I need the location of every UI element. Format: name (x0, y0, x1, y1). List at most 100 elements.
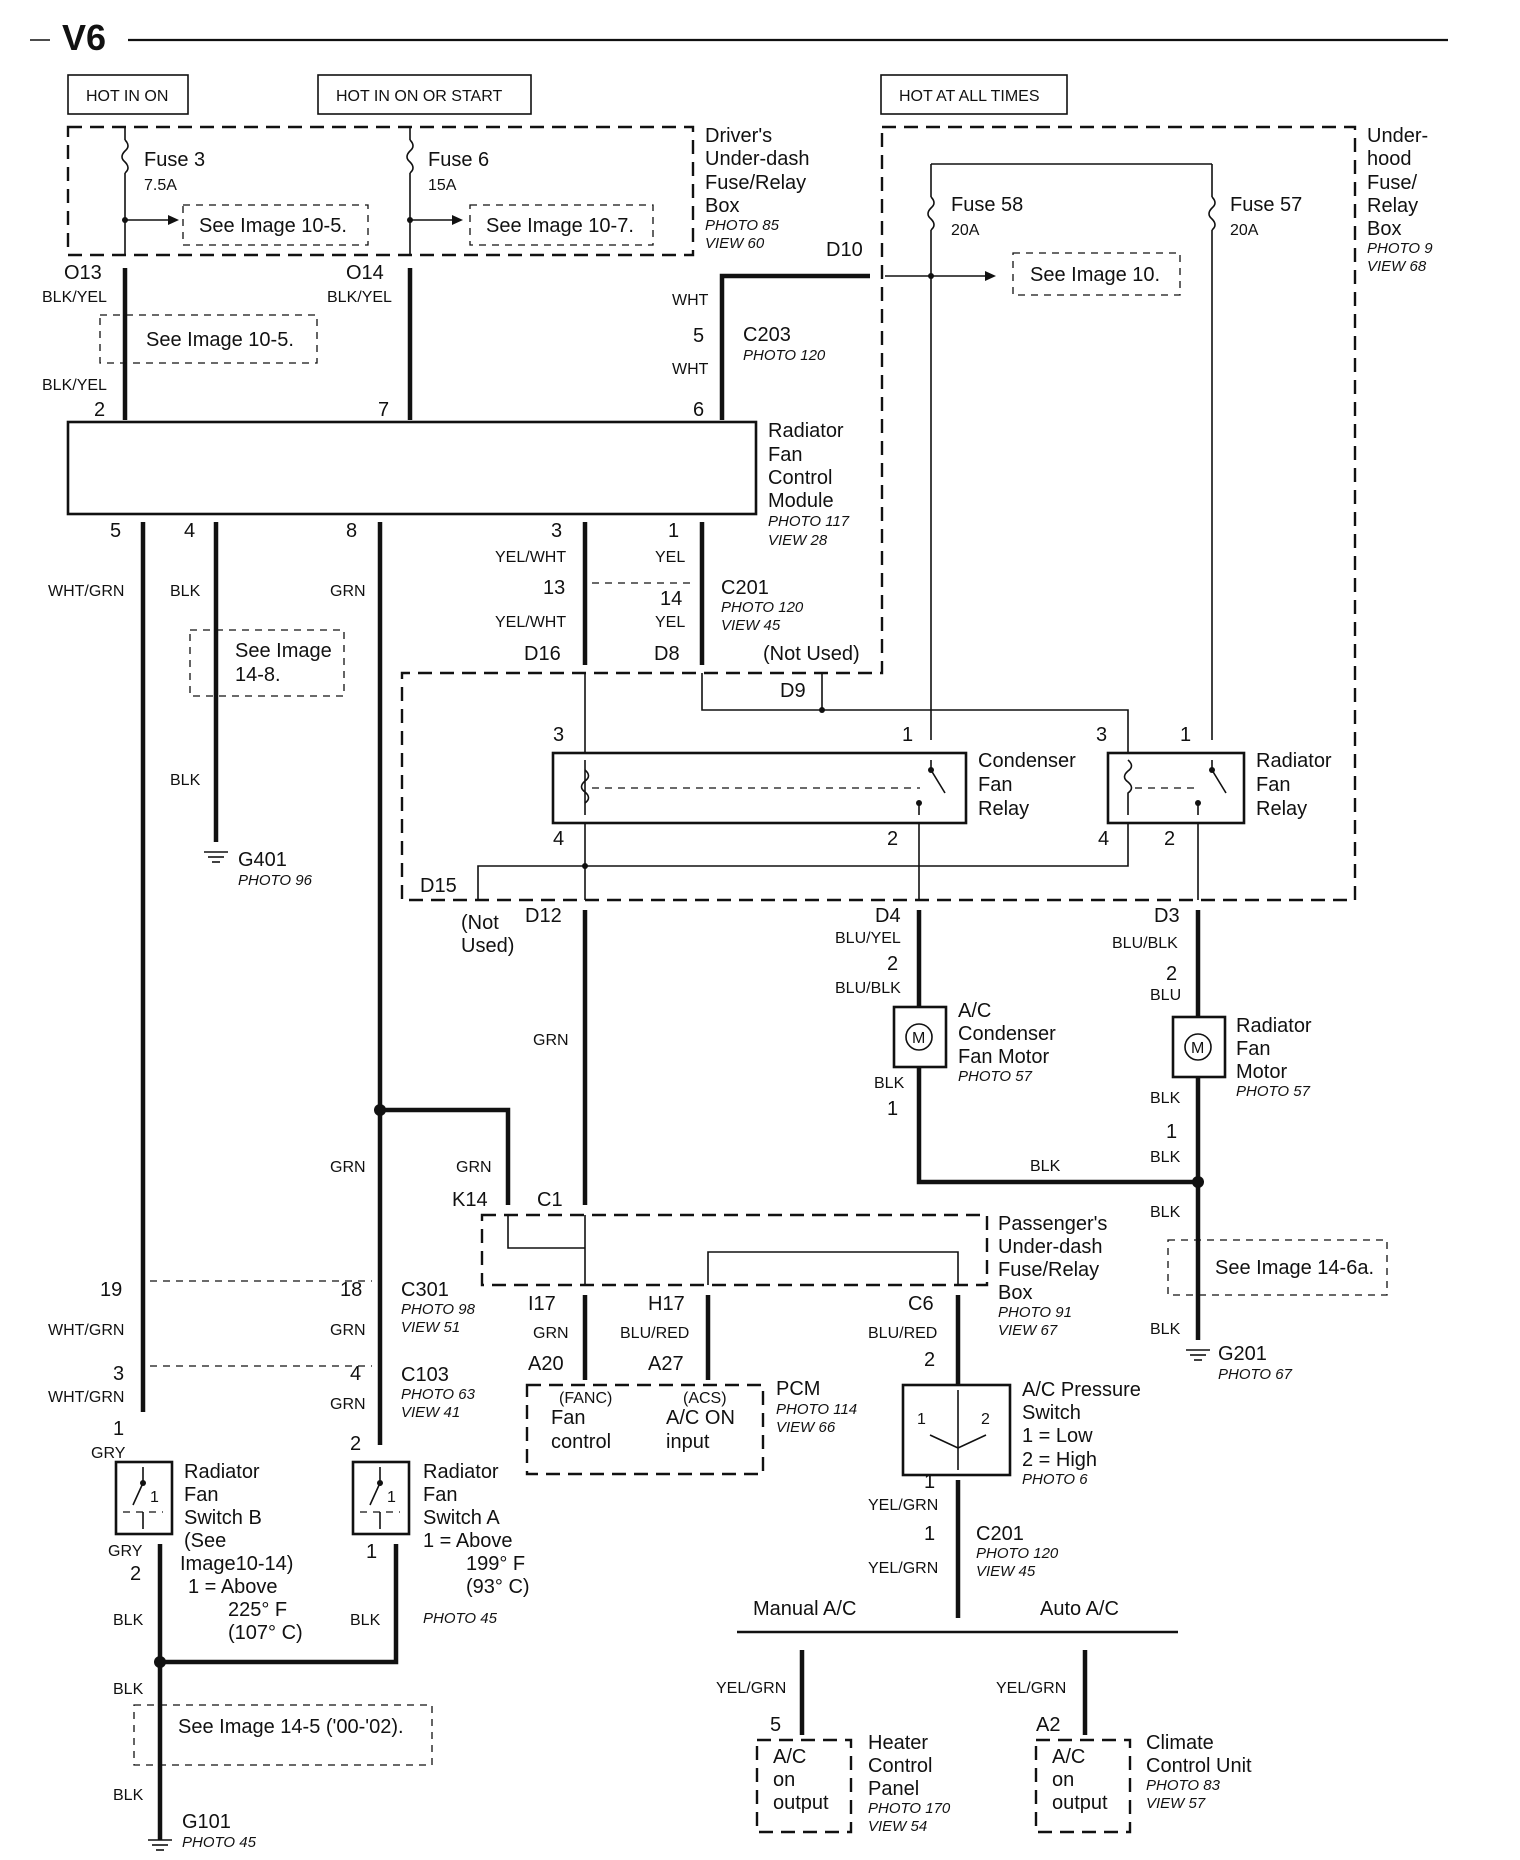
svg-text:PHOTO 91: PHOTO 91 (998, 1304, 1072, 1321)
pin-k14: K14 (452, 1189, 488, 1211)
radiator-fan-motor (1171, 1015, 1227, 1079)
heater-control-panel (755, 1738, 853, 1834)
rfcm-pin-6: 6 (693, 399, 704, 421)
wire-gry-1: GRY (91, 1445, 126, 1462)
pin-o14: O14 (346, 262, 384, 284)
radiator-fan-switch-a (351, 1460, 411, 1536)
pressure-int-2: 2 (981, 1411, 990, 1428)
svg-text:(See: (See (184, 1530, 226, 1552)
svg-text:VIEW 67: VIEW 67 (998, 1322, 1058, 1339)
svg-text:Driver's: Driver's (705, 125, 772, 147)
wire-yel-grn-1: YEL/GRN (868, 1497, 938, 1514)
svg-text:Switch A: Switch A (423, 1507, 500, 1529)
fuse6-symbol (406, 139, 414, 174)
svg-text:VIEW 57: VIEW 57 (1146, 1795, 1206, 1812)
c201-top-label: C201 (721, 577, 769, 599)
svg-text:Fan: Fan (978, 774, 1012, 796)
climate-output-line2: on (1052, 1769, 1074, 1791)
c103-label: C103 (401, 1364, 449, 1386)
heater-control-panel-label: Heater Control Panel PHOTO 170 VIEW 54 (868, 1732, 951, 1835)
wire-blk-b-3: BLK (113, 1787, 144, 1804)
pin-c1: C1 (537, 1189, 563, 1211)
ref-see-10-5-a: See Image 10-5. (199, 215, 347, 237)
svg-text:PHOTO 6: PHOTO 6 (1022, 1471, 1088, 1488)
radiator-fan-switch-a-label: Radiator Fan Switch A 1 = Above 199° F (… (423, 1461, 530, 1627)
svg-text:1 = Above: 1 = Above (423, 1530, 513, 1552)
pin-o13: O13 (64, 262, 102, 284)
fuse57-label: Fuse 57 (1230, 194, 1302, 216)
svg-text:Relay: Relay (1367, 195, 1418, 217)
wire-yel-grn-3: YEL/GRN (716, 1680, 786, 1697)
radiator-fan-control-module (66, 420, 758, 516)
wire-blk-a: BLK (350, 1612, 381, 1629)
c103-ref-view: VIEW 41 (401, 1404, 460, 1421)
source-hot-at-all-times: HOT AT ALL TIMES (899, 88, 1040, 105)
pcm-acs-line1: A/C ON (666, 1407, 735, 1429)
pin-d9: D9 (780, 680, 806, 702)
ground-g101: G101 (182, 1811, 231, 1833)
c201-top-pin-14: 14 (660, 588, 682, 610)
wire-grn-k14: GRN (456, 1159, 492, 1176)
wire-blu-yel: BLU/YEL (835, 930, 901, 947)
svg-text:hood: hood (1367, 148, 1412, 170)
svg-text:PHOTO 170: PHOTO 170 (868, 1800, 951, 1817)
svg-text:Radiator: Radiator (1236, 1015, 1312, 1037)
ground-g201-ref: PHOTO 67 (1218, 1366, 1293, 1383)
ground-g401: G401 (238, 849, 287, 871)
wire-yel-2: YEL (655, 614, 685, 631)
svg-text:Fuse/: Fuse/ (1367, 172, 1417, 194)
switch-b-int-1: 1 (150, 1489, 159, 1506)
svg-text:PHOTO 83: PHOTO 83 (1146, 1777, 1221, 1794)
wire-blk-g401-b: BLK (170, 772, 201, 789)
c201-top-ref-view: VIEW 45 (721, 617, 781, 634)
wire-yel-grn-2: YEL/GRN (868, 1560, 938, 1577)
c203-ref: PHOTO 120 (743, 347, 826, 364)
ac-pressure-switch (901, 1383, 1012, 1477)
svg-text:Radiator: Radiator (1256, 750, 1332, 772)
ground-symbol-g101 (148, 1839, 172, 1851)
rfcm-pin-2: 2 (94, 399, 105, 421)
c301-label: C301 (401, 1279, 449, 1301)
wire-blk-rad-1: BLK (1150, 1090, 1181, 1107)
pin-d15: D15 (420, 875, 457, 897)
wire-blk-yel-3: BLK/YEL (42, 377, 107, 394)
wire-grn-fanc: GRN (533, 1325, 569, 1342)
ref-see-10: See Image 10. (1030, 264, 1160, 286)
cond-relay-pin-1: 1 (902, 724, 913, 746)
page-title: V6 (62, 17, 106, 58)
pin-d16: D16 (524, 643, 561, 665)
svg-text:Fan: Fan (1256, 774, 1290, 796)
svg-text:PHOTO 57: PHOTO 57 (958, 1068, 1033, 1085)
svg-text:Relay: Relay (978, 798, 1029, 820)
climate-output-line3: output (1052, 1792, 1108, 1814)
fuse3-symbol (121, 139, 129, 174)
wire-blk-rad-2: BLK (1150, 1149, 1181, 1166)
driver-box-label: Driver's Under-dash Fuse/Relay Box PHOTO… (705, 125, 810, 252)
svg-text:Control Unit: Control Unit (1146, 1755, 1252, 1777)
wire-yel-wht-2: YEL/WHT (495, 614, 566, 631)
svg-text:2 = High: 2 = High (1022, 1449, 1097, 1471)
rad-relay-pin-3: 3 (1096, 724, 1107, 746)
wire-blk-rad-3: BLK (1150, 1204, 1181, 1221)
c201-bot-ref-view: VIEW 45 (976, 1563, 1036, 1580)
svg-text:Box: Box (998, 1282, 1032, 1304)
svg-text:Fan: Fan (768, 444, 802, 466)
rfcm-pin-1: 1 (668, 520, 679, 542)
ac-motor-symbol: M (912, 1030, 925, 1047)
pin-d8: D8 (654, 643, 680, 665)
svg-text:1 = Low: 1 = Low (1022, 1425, 1093, 1447)
heater-panel-pin-5: 5 (770, 1714, 781, 1736)
svg-text:PHOTO 85: PHOTO 85 (705, 217, 780, 234)
c201-bot-label: C201 (976, 1523, 1024, 1545)
rfcm-pin-4: 4 (184, 520, 195, 542)
pcm-ref-view: VIEW 66 (776, 1419, 836, 1436)
radiator-fan-motor-label: Radiator Fan Motor PHOTO 57 (1236, 1015, 1312, 1100)
wire-yel-wht-1: YEL/WHT (495, 549, 566, 566)
not-used-d15-line2: Used) (461, 935, 514, 957)
pcm-fanc-line1: Fan (551, 1407, 585, 1429)
svg-text:Control: Control (768, 467, 832, 489)
svg-text:Box: Box (1367, 218, 1401, 240)
c201-bot-ref-photo: PHOTO 120 (976, 1545, 1059, 1562)
svg-text:Image10-14): Image10-14) (180, 1553, 293, 1575)
cond-relay-pin-4: 4 (553, 828, 564, 850)
